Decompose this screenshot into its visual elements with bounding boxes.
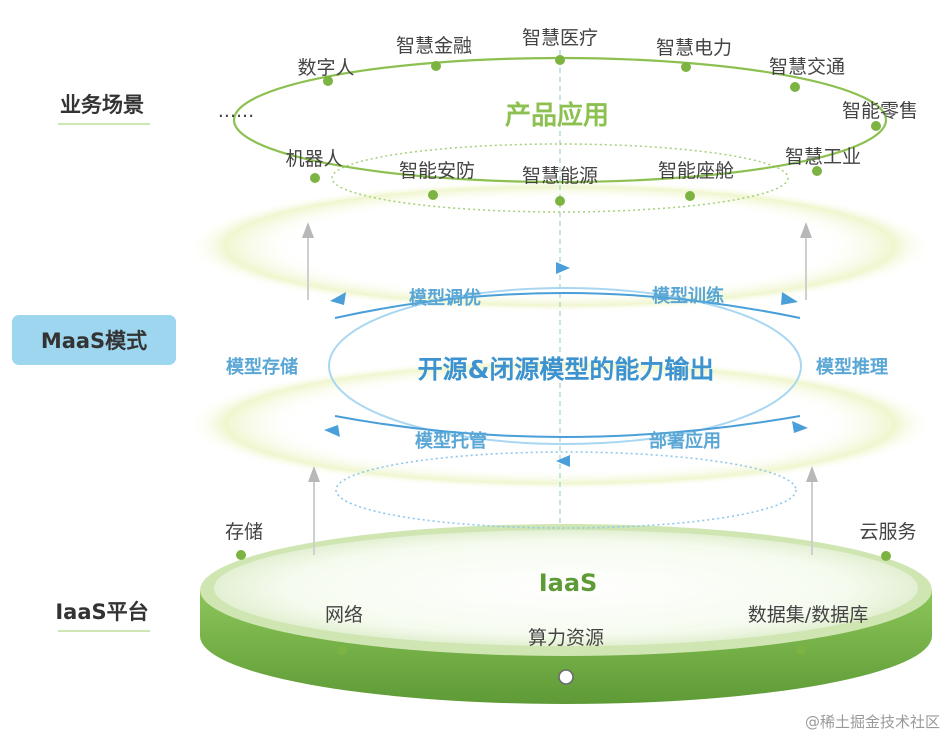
business-item: 机器人 xyxy=(285,148,342,170)
maas-ring-upper-arc xyxy=(334,292,801,319)
maas-item: 模型存储 xyxy=(226,356,298,378)
maas-item: 模型调优 xyxy=(409,287,481,309)
arrow-right-lower xyxy=(806,466,818,555)
iaas-item: 云服务 xyxy=(859,521,916,543)
business-item: 智慧交通 xyxy=(769,56,845,78)
iaas-item: 存储 xyxy=(225,521,263,543)
glow-ring-upper xyxy=(188,180,932,312)
business-nodes xyxy=(310,55,881,206)
maas-badge xyxy=(12,315,176,365)
business-dotted-ring xyxy=(331,143,789,213)
iaas-item: 网络 xyxy=(325,604,363,626)
business-item: 智能安防 xyxy=(399,160,475,182)
layer-label-iaas: IaaS平台 xyxy=(55,600,148,624)
business-item: 智慧金融 xyxy=(396,35,472,57)
maas-center-title: 开源&闭源模型的能力输出 xyxy=(418,355,715,384)
business-item: 智慧电力 xyxy=(656,37,732,59)
layer-label-maas: MaaS模式 xyxy=(41,329,147,353)
business-item: 智慧医疗 xyxy=(522,27,598,49)
flow-arrow-bottom-left xyxy=(324,425,340,437)
business-item: 智慧工业 xyxy=(785,146,861,168)
layer-label-business: 业务场景 xyxy=(60,93,144,117)
flow-arrow-top-center xyxy=(556,262,570,274)
iaas-cylinder-face xyxy=(214,530,918,646)
maas-item: 模型训练 xyxy=(652,285,724,307)
flow-arrow-bottom-center xyxy=(556,455,570,467)
maas-ring-lower-arc xyxy=(334,415,801,438)
business-ellipsis: ...... xyxy=(218,100,254,122)
business-item: 智慧能源 xyxy=(522,165,598,187)
business-center-title: 产品应用 xyxy=(505,100,609,131)
business-item: 数字人 xyxy=(297,57,354,79)
maas-item: 模型托管 xyxy=(415,430,487,452)
maas-item: 模型推理 xyxy=(816,356,888,378)
flow-arrow-bottom-right xyxy=(792,421,808,433)
watermark: @稀土掘金技术社区 xyxy=(805,713,940,731)
arrow-left-lower xyxy=(308,466,320,555)
maas-ring xyxy=(328,287,802,445)
arrow-right-upper xyxy=(800,222,812,300)
flow-arrow-top-left xyxy=(330,292,346,305)
iaas-inner-dotted-ring xyxy=(335,451,797,529)
maas-item: 部署应用 xyxy=(649,430,721,452)
iaas-center-title: IaaS xyxy=(539,569,598,597)
flow-arrow-top-right xyxy=(781,292,798,305)
iaas-item: 数据集/数据库 xyxy=(748,604,868,626)
iaas-item: 算力资源 xyxy=(528,627,604,649)
business-item: 智能零售 xyxy=(842,100,918,122)
business-item: 智能座舱 xyxy=(658,160,734,182)
arrow-left-upper xyxy=(302,222,314,300)
iaas-nodes xyxy=(236,550,891,685)
